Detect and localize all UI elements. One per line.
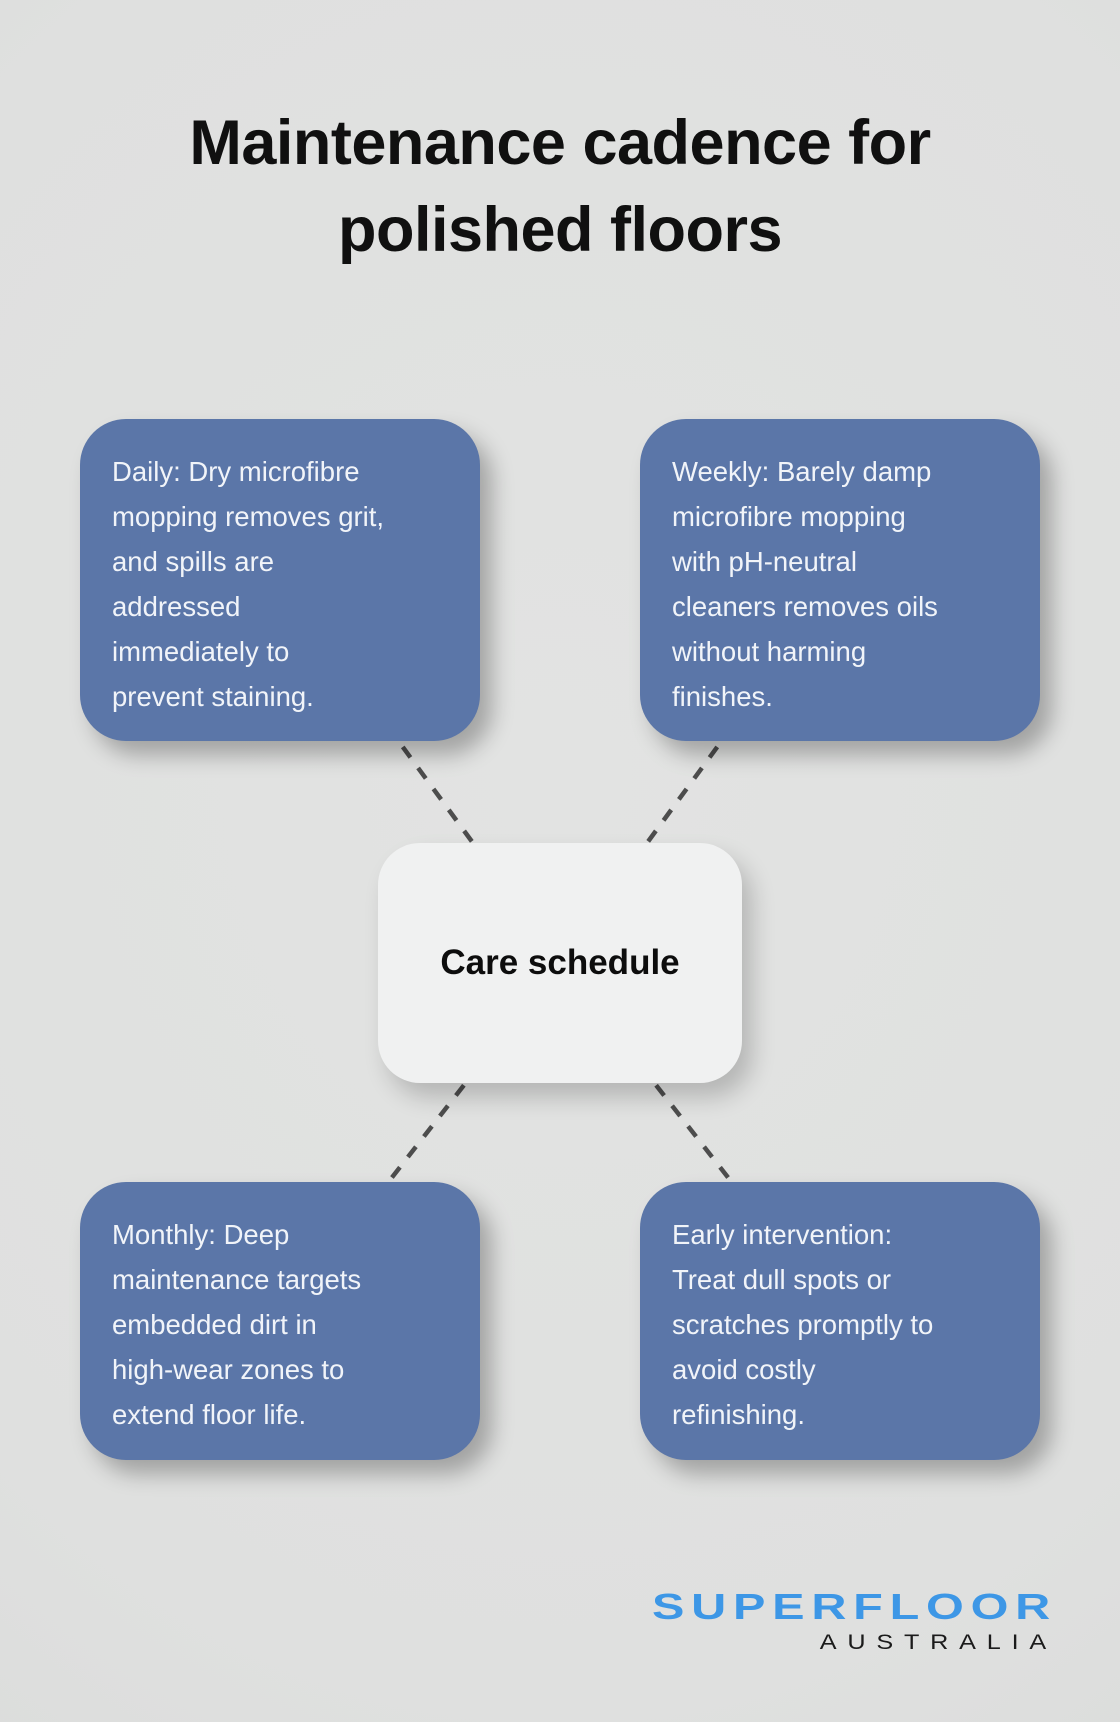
page-title: Maintenance cadence for polished floors [189, 108, 931, 265]
brand-logo: SUPERFLOOR AUSTRALIA [652, 1586, 1057, 1655]
node-daily-text: Daily: Dry microfibre mopping removes gr… [112, 456, 385, 712]
node-weekly-text: Weekly: Barely damp microfibre mopping w… [672, 456, 938, 712]
center-node-label: Care schedule [440, 943, 680, 982]
brand-name: SUPERFLOOR [651, 1586, 1057, 1627]
brand-region: AUSTRALIA [819, 1631, 1057, 1654]
node-monthly-text: Monthly: Deep maintenance targets embedd… [112, 1219, 362, 1430]
node-early-text: Early intervention: Treat dull spots or … [672, 1219, 934, 1430]
center-node: Care schedule [378, 843, 742, 1083]
node-daily: Daily: Dry microfibre mopping removes gr… [80, 419, 480, 741]
node-monthly: Monthly: Deep maintenance targets embedd… [80, 1182, 480, 1460]
node-weekly: Weekly: Barely damp microfibre mopping w… [640, 419, 1040, 741]
node-early: Early intervention: Treat dull spots or … [640, 1182, 1040, 1460]
